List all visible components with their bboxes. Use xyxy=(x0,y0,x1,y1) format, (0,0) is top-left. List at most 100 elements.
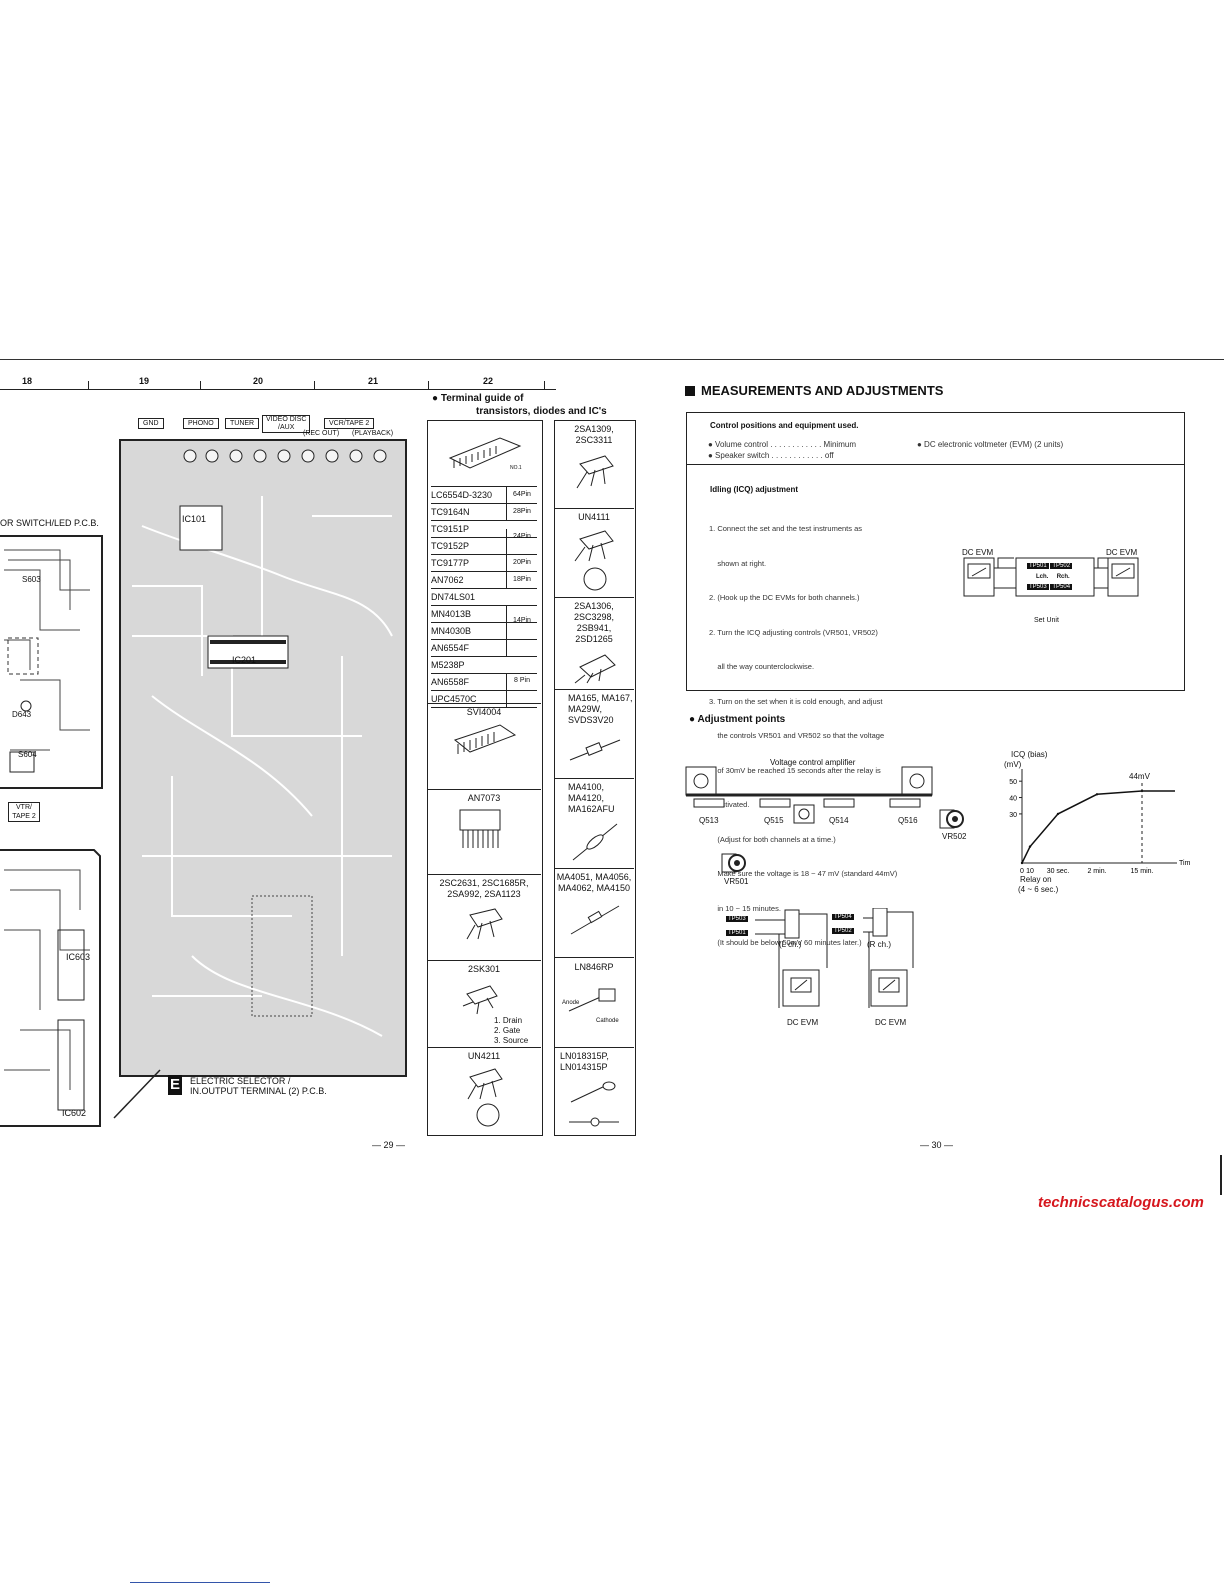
pcb-label: IC602 xyxy=(62,1108,87,1118)
rch-hookup-label: (R ch.) xyxy=(867,940,891,949)
tp502-chip-wrap: TP502 xyxy=(832,928,854,934)
box-divider xyxy=(686,464,1184,465)
ic-pins: 14Pin xyxy=(506,613,537,629)
vr502-label: VR502 xyxy=(942,832,967,841)
idling-heading: Idling (ICQ) adjustment xyxy=(710,485,798,494)
tp501-chip: TP501 xyxy=(726,930,748,936)
control-list: ● Volume control . . . . . . . . . . . .… xyxy=(708,439,856,461)
idling-step: (Adjust for both channels at a time.) xyxy=(709,834,836,844)
y-tick-label: 30 xyxy=(1009,812,1017,819)
to220-sketch xyxy=(574,654,616,684)
tp504-chip: TP504 xyxy=(1050,584,1073,590)
terminal-phono: PHONO xyxy=(183,418,219,429)
terminal-guide-title-line2: transistors, diodes and IC's xyxy=(476,406,607,417)
an7073-sketch xyxy=(459,809,501,848)
an7073-label: AN7073 xyxy=(467,793,501,803)
ic-name: LC6554D-3230 xyxy=(431,490,493,500)
pcb-label: IC603 xyxy=(66,952,91,962)
chart-annotation-relay-time: (4 ~ 6 sec.) xyxy=(1018,885,1059,894)
un4211-label: UN4211 xyxy=(467,1051,501,1061)
2sa1309-label: 2SA1309, 2SC3311 xyxy=(574,424,614,445)
ic-pins: 20Pin xyxy=(506,555,537,571)
ic-name: MN4030B xyxy=(431,626,472,636)
top-rule xyxy=(0,359,1224,360)
q516-label: Q516 xyxy=(898,816,918,825)
tp504-chip-wrap: TP504 xyxy=(832,914,854,920)
ic-pins xyxy=(506,640,537,656)
cell-divider xyxy=(554,957,634,958)
column-bar xyxy=(0,389,556,390)
ic-name: M5238P xyxy=(431,660,465,670)
terminal-gnd: GND xyxy=(138,418,164,429)
idling-step: the controls VR501 and VR502 so that the… xyxy=(709,731,885,740)
page-number-30: — 30 — xyxy=(920,1140,954,1150)
tp502-chip: TP502 xyxy=(832,928,854,934)
led-sketch xyxy=(568,988,616,1012)
col-tick xyxy=(200,381,201,390)
switch-led-pcb-title: OR SWITCH/LED P.C.B. xyxy=(0,518,99,528)
un4111-label: UN4111 xyxy=(578,512,610,522)
idling-step: 3. Turn on the set when it is cold enoug… xyxy=(709,696,883,706)
pcb-e-caption-line1: ELECTRIC SELECTOR / xyxy=(190,1076,291,1086)
ma4051-label: MA4051, MA4056, MA4062, MA4150 xyxy=(556,872,632,893)
2sk301-label: 2SK301 xyxy=(467,964,501,974)
tp-chip-row: TP501 TP502 xyxy=(1027,563,1073,569)
ic-row: M5238P 8 Pin xyxy=(431,656,537,689)
pcb-e-drawing xyxy=(119,439,407,1077)
ic-pins: 8 Pin xyxy=(506,673,537,689)
terminal-guide-title-line1: Terminal guide of xyxy=(440,393,524,404)
adjustment-points-title: ● Adjustment points xyxy=(689,714,785,725)
measurements-box xyxy=(686,412,1185,691)
q514-label: Q514 xyxy=(829,816,849,825)
transistor-sketch xyxy=(576,455,614,489)
ic-row: TC9152P xyxy=(431,537,537,554)
set-unit-label: Set Unit xyxy=(1034,617,1059,624)
ic-no1-label: NO.1 xyxy=(510,465,522,471)
q515-label: Q515 xyxy=(764,816,784,825)
icq-data-point xyxy=(1028,845,1032,848)
col-tick xyxy=(544,381,545,390)
idling-step: shown at right. xyxy=(709,558,767,568)
icq-data-point xyxy=(1095,793,1099,796)
ma165-label: MA165, MA167, MA29W, SVDS3V20 xyxy=(568,693,633,725)
dc-evm-right-label: DC EVM xyxy=(1106,548,1138,557)
adjustment-points-label: Adjustment points xyxy=(697,714,786,725)
icq-data-point xyxy=(1056,812,1060,816)
ic-name: TC9177P xyxy=(431,558,470,568)
ic-package-sketch xyxy=(448,437,522,469)
ic-name: MN4013B xyxy=(431,609,472,619)
y-tick-label: 40 xyxy=(1009,796,1017,803)
svi4004-sketch xyxy=(453,724,517,754)
cell-divider xyxy=(427,789,541,790)
diode-sketch xyxy=(572,823,618,861)
idling-step: Make sure the voltage is 18 ~ 47 mV (sta… xyxy=(709,869,898,878)
y-tick-label: 50 xyxy=(1009,779,1017,786)
ic-name: TC9152P xyxy=(431,541,470,551)
page-number-29: — 29 — xyxy=(372,1140,406,1150)
col-number: 19 xyxy=(139,376,150,386)
ic-row: AN6554F xyxy=(431,639,537,656)
icq-data-point xyxy=(1020,861,1024,865)
pcb-e-letter: E xyxy=(168,1075,182,1095)
vr501-label: VR501 xyxy=(724,877,749,886)
rch-label: Rch. xyxy=(1056,574,1070,580)
ma4100-label: MA4100, MA4120, MA162AFU xyxy=(568,782,615,814)
pin-gate: 2. Gate xyxy=(494,1026,521,1035)
led-sketch xyxy=(569,1081,619,1127)
dc-evm-l-label: DC EVM xyxy=(787,1018,819,1027)
switch-led-pcb-drawing xyxy=(0,535,103,1127)
equipment-item: ● DC electronic voltmeter (EVM) (2 units… xyxy=(917,440,1064,449)
playback-label: (PLAYBACK) xyxy=(352,430,394,437)
2sk301-pins: 1. Drain 2. Gate 3. Source xyxy=(494,1016,528,1046)
bottom-link-rule xyxy=(130,1582,270,1583)
ic-pins xyxy=(506,538,537,554)
vr501-icon xyxy=(721,853,746,873)
svi4004-label: SVI4004 xyxy=(466,707,502,717)
un4211-sketch xyxy=(467,1068,503,1127)
vtr-tape2-label: VTR/ TAPE 2 xyxy=(8,802,40,822)
ic-name: TC9151P xyxy=(431,524,470,534)
